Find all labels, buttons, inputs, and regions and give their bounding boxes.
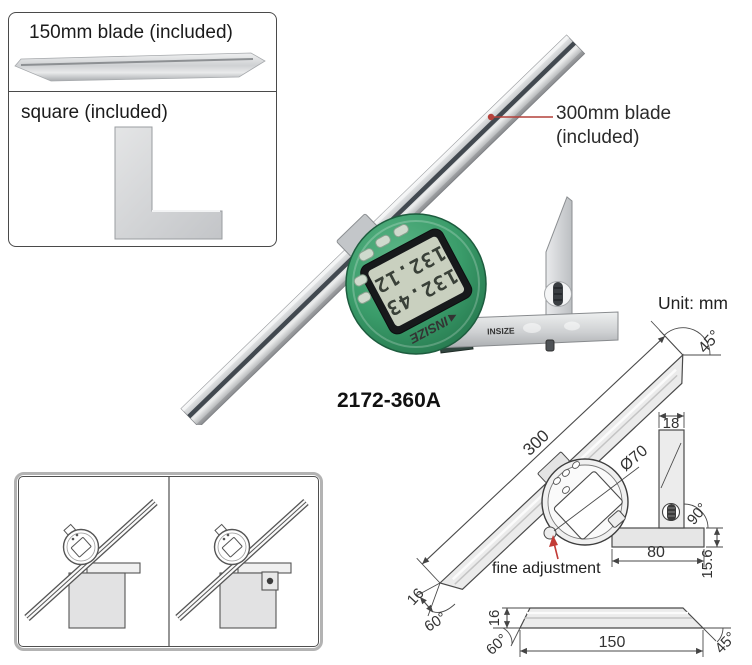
dim-300: 300	[519, 426, 553, 459]
lcd-screen	[368, 236, 465, 327]
usage-panel-2	[175, 499, 309, 629]
base-length-dim: 80	[611, 544, 705, 567]
dim-80: 80	[647, 544, 665, 561]
blade300-label: 300mm blade (included)	[556, 103, 672, 148]
blade150-groove	[20, 58, 254, 66]
dim-45-small: 45°	[712, 629, 740, 657]
base-brand-text: INSIZE	[487, 326, 515, 337]
drawing-dial-tab	[607, 510, 626, 528]
square-section: square (included)	[9, 92, 276, 243]
brand-arrow-icon: ◄	[444, 308, 462, 327]
gauge-buttons[interactable]	[337, 223, 430, 305]
usage-box	[14, 472, 323, 651]
blade-150-image	[14, 52, 266, 82]
blade150-label: 150mm blade (included)	[29, 22, 233, 43]
dim-dia70: Ø70	[617, 442, 651, 475]
usage-panel-1	[24, 499, 158, 629]
drawing-blade-150: 16 60° 150 45°	[483, 607, 740, 659]
dim-60-small: 60°	[483, 631, 511, 659]
square-width-dim: 18	[658, 412, 685, 432]
dim-16-small: 16	[486, 610, 503, 627]
model-number: 2172-360A	[337, 389, 441, 412]
blade300-leader	[487, 113, 553, 121]
drawing-dial-buttons	[553, 461, 580, 494]
leader-dot	[487, 113, 495, 121]
dim-150: 150	[599, 634, 626, 651]
product-photo: INSIZE 132.43 132.12	[180, 34, 619, 425]
dim-15-6: 15.6	[699, 549, 716, 578]
dim-18: 18	[663, 415, 680, 432]
dim-60-blade: 60°	[421, 609, 449, 636]
drawing-base	[611, 527, 705, 548]
base-height-dim: 15.6	[699, 527, 723, 579]
gauge-face: 132.43 132.12 ◄INSIZE	[337, 223, 473, 347]
usage-dial-1	[62, 523, 100, 566]
usage-box-frame	[18, 476, 319, 647]
square-attachment-photo	[544, 196, 573, 319]
blade-end-annotation: 16 60°	[404, 582, 456, 636]
fine-adjustment-label: fine adjustment	[492, 560, 601, 577]
included-items-box: 150mm blade (included) square (included)	[8, 12, 277, 247]
usage-illustrations	[24, 477, 309, 646]
drawing-dial: Ø70	[541, 442, 651, 546]
fine-adjustment-arrow	[549, 535, 559, 560]
dim-45-tip: 45°	[695, 327, 724, 356]
square-image	[114, 126, 223, 240]
dim-16-blade: 16	[404, 585, 428, 609]
fine-adjustment-knob[interactable]	[543, 526, 557, 540]
square-label: square (included)	[21, 102, 168, 123]
usage-dial-2	[213, 523, 251, 566]
unit-label: Unit: mm	[658, 293, 728, 313]
usage-clamp-screw	[266, 577, 274, 585]
digital-gauge: 132.43 132.12 ◄INSIZE	[337, 213, 487, 355]
blade150-section: 150mm blade (included)	[9, 13, 276, 92]
dimension-drawing: 300 45° 16 60°	[404, 320, 740, 659]
square-angle-dim: 90°	[684, 500, 712, 528]
drawing-square	[658, 429, 685, 529]
